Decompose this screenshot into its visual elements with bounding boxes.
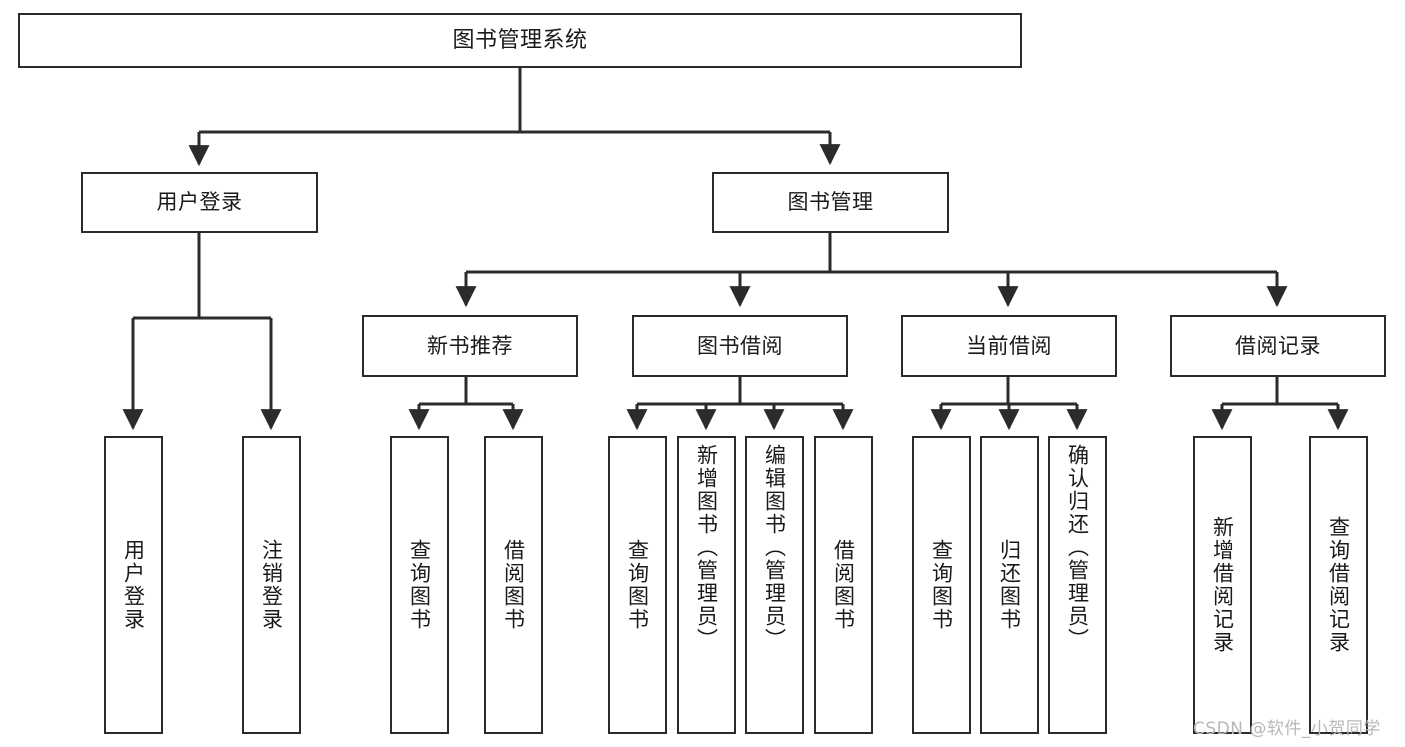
- node-label: 当前借阅: [966, 333, 1052, 358]
- leaf-add-book-admin[interactable]: 新增图书（管理员）: [677, 436, 736, 734]
- node-label: 新增图书（管理员）: [694, 444, 719, 651]
- node-label: 新书推荐: [427, 333, 513, 358]
- node-label: 图书管理: [787, 190, 874, 215]
- leaf-query-book-current[interactable]: 查询图书: [912, 436, 971, 734]
- node-label: 注销登录: [259, 539, 284, 631]
- node-label: 查询图书: [929, 539, 954, 631]
- csdn-watermark: CSDN @软件_小贺同学: [1193, 719, 1381, 739]
- node-label: 图书管理系统: [452, 27, 588, 53]
- node-label: 用户登录: [121, 539, 146, 631]
- node-root-book-management-system[interactable]: 图书管理系统: [18, 13, 1022, 68]
- leaf-edit-book-admin[interactable]: 编辑图书（管理员）: [745, 436, 804, 734]
- leaf-query-book-new[interactable]: 查询图书: [390, 436, 449, 734]
- node-label: 图书借阅: [697, 333, 783, 358]
- node-label: 查询图书: [625, 539, 650, 631]
- node-label: 新增借阅记录: [1210, 516, 1235, 654]
- node-current-borrowing[interactable]: 当前借阅: [901, 315, 1117, 377]
- leaf-borrow-book-new[interactable]: 借阅图书: [484, 436, 543, 734]
- node-label: 借阅图书: [501, 539, 526, 631]
- node-book-borrowing[interactable]: 图书借阅: [632, 315, 848, 377]
- node-borrowing-record[interactable]: 借阅记录: [1170, 315, 1386, 377]
- node-label: 查询图书: [407, 539, 432, 631]
- node-label: 借阅记录: [1235, 333, 1321, 358]
- node-label: 确认归还（管理员）: [1065, 444, 1090, 651]
- node-book-management[interactable]: 图书管理: [712, 172, 949, 233]
- leaf-borrow-book[interactable]: 借阅图书: [814, 436, 873, 734]
- leaf-confirm-return-admin[interactable]: 确认归还（管理员）: [1048, 436, 1107, 734]
- leaf-logout[interactable]: 注销登录: [242, 436, 301, 734]
- node-label: 用户登录: [156, 190, 243, 215]
- leaf-query-book-borrow[interactable]: 查询图书: [608, 436, 667, 734]
- node-label: 归还图书: [997, 539, 1022, 631]
- node-label: 借阅图书: [831, 539, 856, 631]
- node-new-book-recommendation[interactable]: 新书推荐: [362, 315, 578, 377]
- leaf-add-borrow-record[interactable]: 新增借阅记录: [1193, 436, 1252, 734]
- node-user-login[interactable]: 用户登录: [81, 172, 318, 233]
- node-label: 查询借阅记录: [1326, 516, 1351, 654]
- node-label: 编辑图书（管理员）: [762, 444, 787, 651]
- leaf-return-book[interactable]: 归还图书: [980, 436, 1039, 734]
- leaf-user-login[interactable]: 用户登录: [104, 436, 163, 734]
- leaf-query-borrow-record[interactable]: 查询借阅记录: [1309, 436, 1368, 734]
